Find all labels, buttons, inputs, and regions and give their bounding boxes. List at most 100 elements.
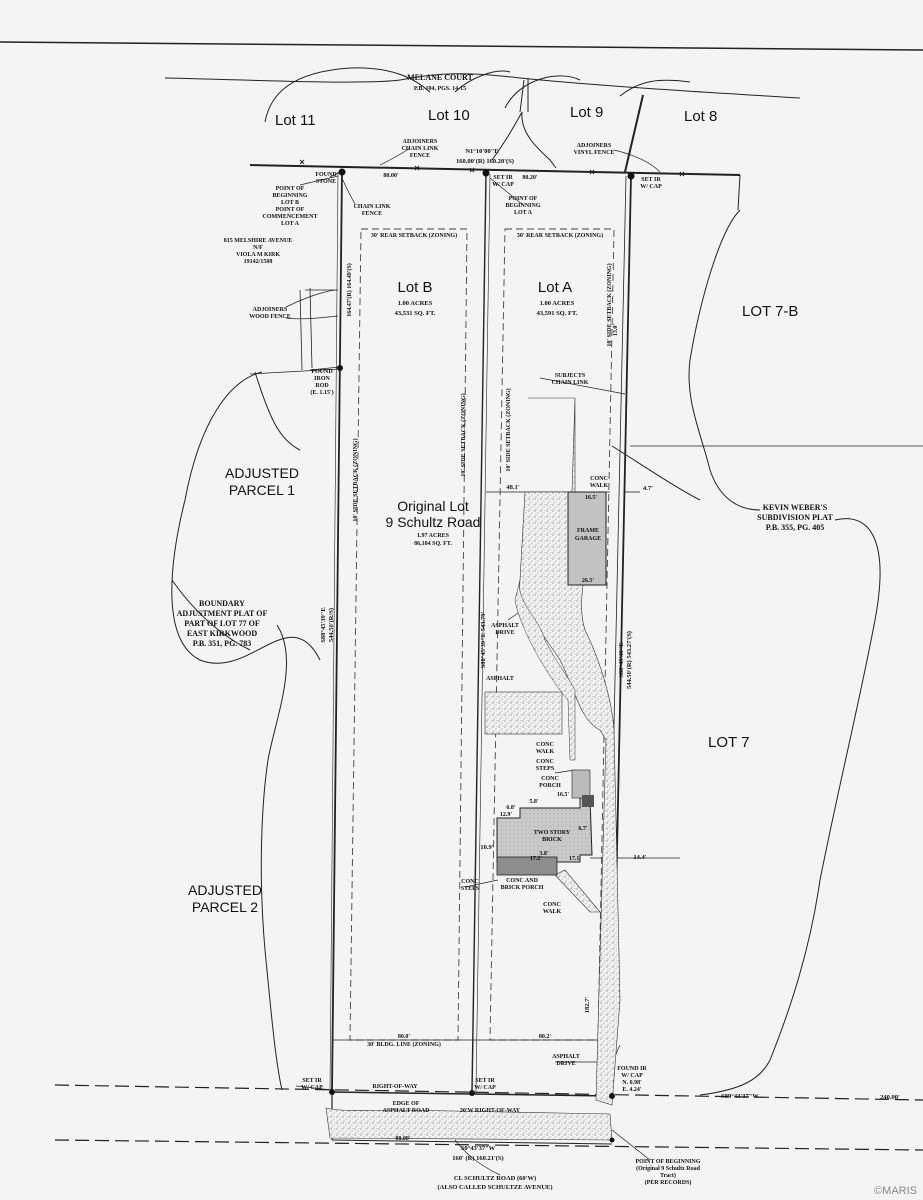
dim-6-7: 6.7' (578, 826, 588, 832)
svg-text:IRON: IRON (314, 376, 330, 382)
callout-found-ir-cap: FOUND IR W/ CAP N. 0.98' E. 4.24' (617, 1066, 647, 1093)
callout-conc-steps-2: CONC STEPS (461, 879, 480, 892)
side-setback-left: 10' SIDE SETBACK (ZONING) (352, 438, 359, 521)
svg-text:STONE: STONE (316, 179, 336, 185)
dim-6-8: 6.8' (506, 805, 516, 811)
callout-conc-steps-1: CONC STEPS (536, 759, 555, 772)
dim-48-1: 48.1' (506, 484, 519, 491)
callout-asphalt-drive-1: ASPHALT DRIVE (491, 623, 519, 636)
callout-asphalt-drive-2: ASPHALT DRIVE (552, 1054, 580, 1067)
svg-text:ADJOINERS: ADJOINERS (403, 139, 438, 145)
svg-text:SUBDIVISION PLAT: SUBDIVISION PLAT (757, 513, 833, 522)
svg-text:LOT B: LOT B (281, 200, 299, 206)
svg-text:BRICK PORCH: BRICK PORCH (501, 885, 544, 891)
dim-3-8: 3.8' (539, 851, 549, 857)
dim-16-5-house: 16.5' (557, 792, 570, 798)
rear-setback-a: 30' REAR SETBACK (ZONING) (517, 232, 603, 239)
svg-text:PORCH: PORCH (539, 783, 561, 789)
svg-text:Tract): Tract) (660, 1172, 676, 1179)
row-30-label: 30'W RIGHT-OF-WAY (460, 1108, 521, 1114)
svg-text:GARAGE: GARAGE (575, 536, 601, 542)
svg-text:544.50'(R/S): 544.50'(R/S) (328, 608, 335, 642)
callout-frame-garage: FRAME GARAGE (575, 528, 601, 542)
lot7-label: LOT 7 (708, 734, 749, 751)
svg-text:CONC: CONC (543, 902, 561, 908)
svg-text:SUBJECTS: SUBJECTS (555, 373, 586, 379)
bottom-distance-left: 80.00' (395, 1136, 411, 1142)
top-distance-b: 80.00' (383, 173, 399, 179)
watermark: ©MARIS (874, 1185, 917, 1197)
svg-text:ASPHALT ROAD: ASPHALT ROAD (383, 1108, 431, 1114)
svg-text:CONC: CONC (590, 476, 608, 482)
svg-text:W/ CAP: W/ CAP (640, 184, 662, 190)
svg-text:N/F: N/F (253, 245, 263, 251)
original-lot-line1: Original Lot (397, 498, 469, 514)
svg-text:N. 0.98': N. 0.98' (622, 1080, 642, 1086)
adjusted-parcel-curves (171, 209, 881, 1096)
lot10-label: Lot 10 (428, 107, 470, 124)
svg-text:POINT OF: POINT OF (509, 196, 538, 202)
svg-text:SET IR: SET IR (475, 1078, 495, 1084)
dim-14-4: 14.4' (633, 854, 646, 861)
svg-text:WALK: WALK (590, 483, 609, 489)
frame-garage (567, 491, 607, 586)
paved-areas (325, 397, 621, 1141)
mid-line-bearing: S88°45'39"E 543.79' (480, 611, 487, 668)
callout-found-iron-rod: FOUND IRON ROD (E. 1.15') (310, 369, 333, 396)
svg-text:ASPHALT: ASPHALT (491, 623, 519, 629)
svg-text:VINYL FENCE: VINYL FENCE (574, 150, 615, 156)
dim-17-1: 17.1' (569, 856, 582, 862)
svg-text:E. 4.24': E. 4.24' (622, 1087, 642, 1093)
svg-text:WALK: WALK (543, 909, 562, 915)
svg-text:WALK: WALK (536, 749, 555, 755)
svg-text:(PER RECORDS): (PER RECORDS) (645, 1179, 692, 1186)
svg-text:160' (R) 160.21'(S): 160' (R) 160.21'(S) (452, 1155, 503, 1162)
dim-26-5: 26.5' (582, 578, 595, 584)
callout-chain-link-fence: CHAIN LINK FENCE (354, 204, 391, 217)
svg-text:FENCE: FENCE (362, 211, 382, 217)
weber-subdivision-note: KEVIN WEBER'S SUBDIVISION PLAT P.B. 355,… (757, 503, 833, 532)
dim-13-0: 13.0' (613, 324, 619, 337)
east-line-bearing: S88°45'39"E 544.50'(R) 543.27'(S) (618, 631, 633, 689)
svg-text:160.00'(R) 160.20'(S): 160.00'(R) 160.20'(S) (456, 158, 514, 165)
west-segment-distance: 164.47'(R) 164.49'(S) (346, 263, 353, 317)
svg-text:STEPS: STEPS (461, 886, 480, 892)
callout-conc-walk-1: CONC WALK (590, 476, 609, 489)
bldg-line: 30' BLDG. LINE (ZONING) (367, 1041, 441, 1048)
svg-text:WOOD FENCE: WOOD FENCE (249, 314, 291, 320)
south-line-bearing: S0°43'37"W 160' (R) 160.21'(S) (452, 1145, 503, 1162)
dim-17-2: 17.2' (530, 856, 543, 862)
adjusted-parcel2-line1: ADJUSTED (188, 882, 262, 898)
callout-adjoiners-vinyl: ADJOINERS VINYL FENCE (574, 143, 615, 156)
lot-b-acres: 1.00 ACRES (398, 300, 433, 307)
svg-text:EDGE OF: EDGE OF (393, 1101, 420, 1107)
callout-north-bearing: N1°10'00"E 160.00'(R) 160.20'(S) (456, 148, 514, 165)
side-setback-right: 10' SIDE SETBACK (ZONING) (606, 263, 613, 346)
callout-conc-porch: CONC PORCH (539, 776, 561, 789)
callout-point-of-beginning-b: POINT OF BEGINNING LOT B POINT OF COMMEN… (263, 186, 318, 227)
conc-steps (582, 795, 594, 807)
callout-set-ir-bottom-left: SET IR W/ CAP (301, 1078, 323, 1091)
svg-text:FRAME: FRAME (577, 528, 599, 534)
svg-text:CONC: CONC (461, 879, 479, 885)
svg-text:CHAIN LINK: CHAIN LINK (354, 204, 391, 210)
svg-text:POINT OF: POINT OF (276, 186, 305, 192)
svg-text:BRICK: BRICK (542, 837, 562, 843)
lot-b-title: Lot B (397, 279, 432, 296)
svg-text:TWO STORY: TWO STORY (534, 830, 571, 836)
svg-text:S0°43'37"W: S0°43'37"W (461, 1145, 496, 1152)
svg-text:EAST KIRKWOOD: EAST KIRKWOOD (187, 629, 258, 638)
dim-10-9: 10.9' (480, 844, 493, 851)
svg-text:POINT OF: POINT OF (276, 207, 305, 213)
callout-conc-brick-porch: CONC AND BRICK PORCH (501, 878, 544, 891)
adjusted-parcel2-line2: PARCEL 2 (192, 899, 258, 915)
callout-pob-original: POINT OF BEGINNING (Original 9 Schultz R… (635, 1159, 700, 1186)
svg-text:CONC: CONC (541, 776, 559, 782)
svg-text:S88°45'39"E: S88°45'39"E (320, 607, 327, 642)
fence-x-marks (299, 159, 685, 177)
callout-set-ir-right: SET IR W/ CAP (640, 177, 662, 190)
svg-text:544.50'(R) 543.27'(S): 544.50'(R) 543.27'(S) (626, 631, 633, 689)
svg-text:DRIVE: DRIVE (495, 630, 514, 636)
